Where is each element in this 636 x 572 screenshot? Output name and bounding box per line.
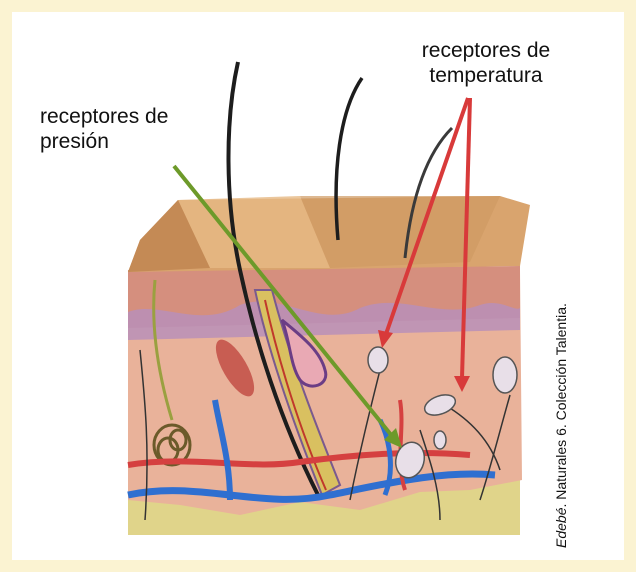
pressure-label-line1: receptores de: [40, 104, 210, 129]
temperature-label-line2: temperatura: [396, 63, 576, 88]
credit-publisher: Edebé: [553, 508, 569, 548]
temperature-receptors-label: receptores de temperatura: [396, 38, 576, 88]
credit-rest: . Naturales 6. Colección Talentia.: [553, 303, 569, 507]
pressure-label-line2: presión: [40, 129, 210, 154]
pressure-receptors-label: receptores de presión: [40, 104, 210, 154]
temperature-label-line1: receptores de: [396, 38, 576, 63]
image-credit: Edebé. Naturales 6. Colección Talentia.: [553, 303, 569, 548]
